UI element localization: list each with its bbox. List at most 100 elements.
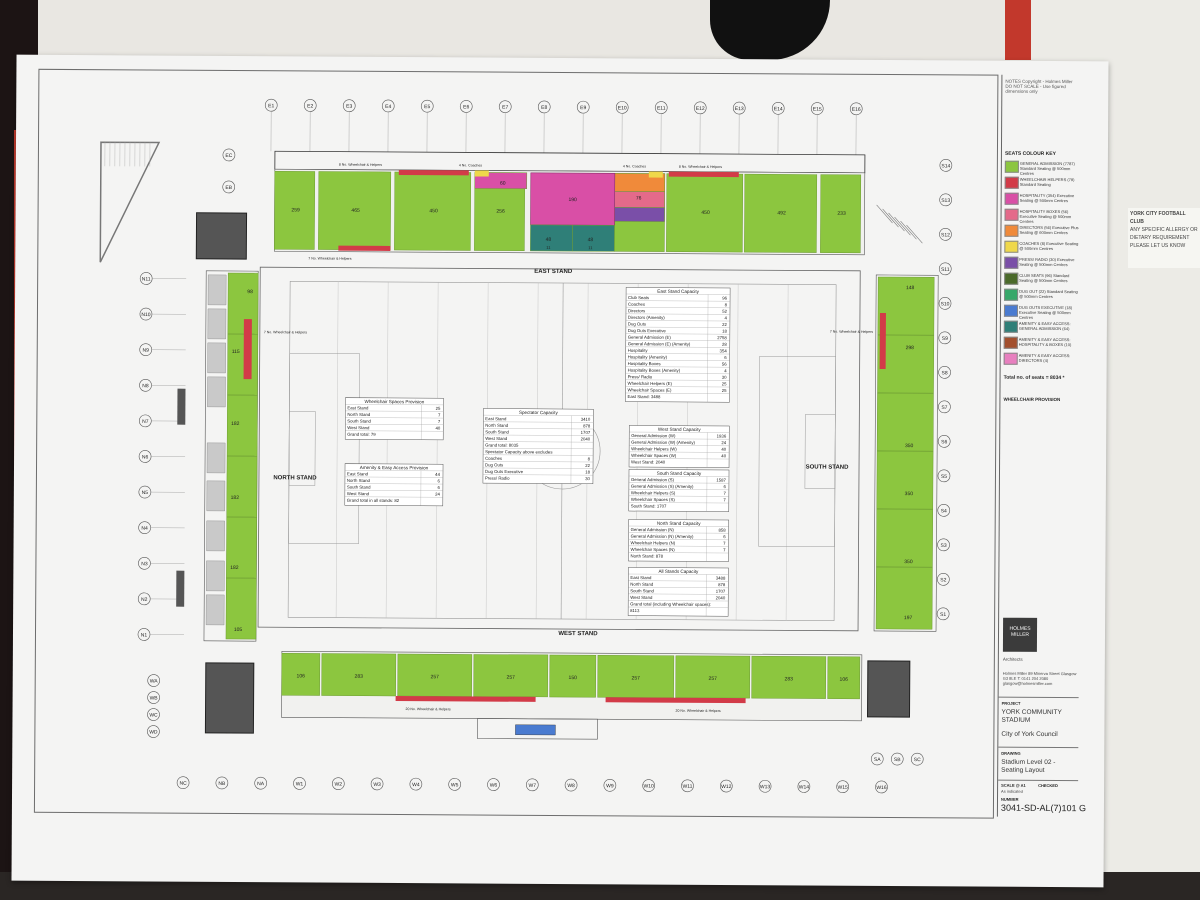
grid-bubble xyxy=(758,779,772,793)
side-note-line1: ANY SPECIFIC ALLERGY OR DIETARY REQUIREM… xyxy=(1130,227,1198,241)
table-cell: Grand total: 79 xyxy=(347,432,376,437)
table-rule xyxy=(628,545,729,547)
table-rule xyxy=(629,445,730,446)
table-rule xyxy=(629,451,730,453)
wheelchair-table-title: Wheelchair Spaces Provision xyxy=(365,399,425,404)
table-value: 7 xyxy=(723,541,726,546)
block-count: 148 xyxy=(906,285,915,291)
grid-label: E15 xyxy=(813,107,822,113)
block-count: 190 xyxy=(568,197,577,203)
table-value: 2040 xyxy=(581,437,591,442)
grid-label: E9 xyxy=(580,105,586,111)
grid-bubble xyxy=(937,504,951,517)
table-cell: Dug Outs xyxy=(628,321,646,326)
table-value: 24 xyxy=(435,492,440,497)
divider xyxy=(998,779,1079,782)
colour-key-label: WHEELCHAIR HELPERS (79) Standard Seating xyxy=(1019,176,1075,187)
divider xyxy=(998,746,1079,749)
table-cell: East Stand xyxy=(347,471,369,476)
colour-swatch xyxy=(1004,192,1019,205)
block-count: 283 xyxy=(355,674,364,680)
side-note: YORK CITY FOOTBALL CLUB ANY SPECIFIC ALL… xyxy=(1128,208,1200,268)
core-block xyxy=(867,660,911,718)
table-cell: Wheelchair Helpers (W) xyxy=(631,446,677,451)
annotation: 7 No. Wheelchair & Helpers xyxy=(308,256,351,260)
table-rule xyxy=(344,496,443,498)
table-value: 18 xyxy=(585,470,590,475)
table-value: 6 xyxy=(724,484,727,489)
wheelchair-row xyxy=(879,312,886,369)
divider xyxy=(998,696,1079,699)
block-count: 76 xyxy=(636,195,642,201)
north-stand-label: NORTH STAND xyxy=(273,475,317,481)
grid-label: W12 xyxy=(721,784,732,790)
annotation: 7 No. Wheelchair & Helpers xyxy=(264,330,307,334)
table-value: 22 xyxy=(722,322,727,327)
table-rule xyxy=(482,474,593,476)
wall-red-strip xyxy=(1005,0,1031,60)
colour-key-row: PRESS/ RADIO (30) Executive Seating @ 50… xyxy=(1004,256,1080,271)
table-value: 858 xyxy=(718,528,726,533)
grid-label: NC xyxy=(179,781,187,787)
colour-key-label: AMENITY & EASY ACCESS: GENERAL ADMISSION… xyxy=(1018,320,1071,332)
client-name: City of York Council xyxy=(1001,730,1058,739)
colour-key-label: HOSPITALITY BOXES (56) Executive Seating… xyxy=(1019,208,1072,224)
block-count: 259 xyxy=(291,207,300,213)
drawing-number: 3041-SD-AL(7)101 G xyxy=(1000,802,1087,814)
table-value: 7 xyxy=(438,419,441,424)
colour-swatch xyxy=(1004,208,1019,221)
grid-label: W1 xyxy=(296,781,304,787)
grid-label: S13 xyxy=(941,198,950,204)
table-rule xyxy=(626,307,731,308)
table-cell: General Admission (N) xyxy=(631,527,675,532)
grid-label: SA xyxy=(874,757,881,763)
amenity-table xyxy=(344,463,444,507)
colour-swatch xyxy=(1004,224,1019,237)
grid-label: NA xyxy=(257,781,265,787)
table-rule xyxy=(628,475,729,477)
north-capacity-table-title: North Stand Capacity xyxy=(657,521,701,526)
pitch-stripe xyxy=(735,284,739,621)
annotation: 8 No. Wheelchair & Helpers xyxy=(339,163,382,167)
table-rule xyxy=(629,458,730,460)
table-cell: Hospitality (Amenity) xyxy=(628,354,668,359)
table-cell: General Admission (W) (Amenity) xyxy=(631,440,695,445)
table-value: 25 xyxy=(722,388,727,393)
grid-label: N7 xyxy=(142,419,149,425)
colour-swatch xyxy=(1004,160,1019,173)
block-count: 465 xyxy=(351,208,360,214)
east-seat-block xyxy=(274,171,316,250)
table-rule xyxy=(628,593,729,595)
number-label: NUMBER xyxy=(1000,796,1019,802)
grid-bubble xyxy=(448,778,461,791)
table-cell: Dug Outs Executive xyxy=(485,469,524,474)
block-count: 48 xyxy=(588,237,594,243)
grid-bubble xyxy=(890,752,904,766)
west-capacity-table xyxy=(628,425,730,468)
table-cell: East Stand: 3488 xyxy=(627,394,661,399)
table-rule xyxy=(628,600,729,602)
grid-bubble xyxy=(939,228,952,241)
grid-label: W10 xyxy=(644,784,655,790)
west-seat-block xyxy=(827,656,861,700)
table-value: 1707 xyxy=(716,589,726,594)
drawing-label: DRAWING xyxy=(1001,750,1021,756)
colour-key-title: SEATS COLOUR KEY xyxy=(1004,150,1056,158)
west-capacity-table-title: West Stand Capacity xyxy=(658,427,702,432)
block-count: 182 xyxy=(231,421,240,427)
table-value: 8 xyxy=(725,302,728,307)
grid-label: EC xyxy=(225,153,232,159)
grid-label: N2 xyxy=(141,597,148,603)
block-count: 106 xyxy=(297,673,306,679)
total-seats: Total no. of seats = 8034 * xyxy=(1003,374,1065,382)
grid-label: W16 xyxy=(876,785,887,791)
table-cell: West Stand xyxy=(347,425,370,430)
table-cell: West Stand xyxy=(630,595,653,600)
block-count: 283 xyxy=(785,676,794,682)
block-count: 106 xyxy=(840,677,849,683)
table-rule xyxy=(345,430,444,432)
grid-bubble xyxy=(525,778,539,792)
grid-label: S8 xyxy=(942,370,948,376)
annotation: 7 No. Wheelchair & Helpers xyxy=(830,330,873,334)
table-cell: Directors xyxy=(628,308,645,313)
